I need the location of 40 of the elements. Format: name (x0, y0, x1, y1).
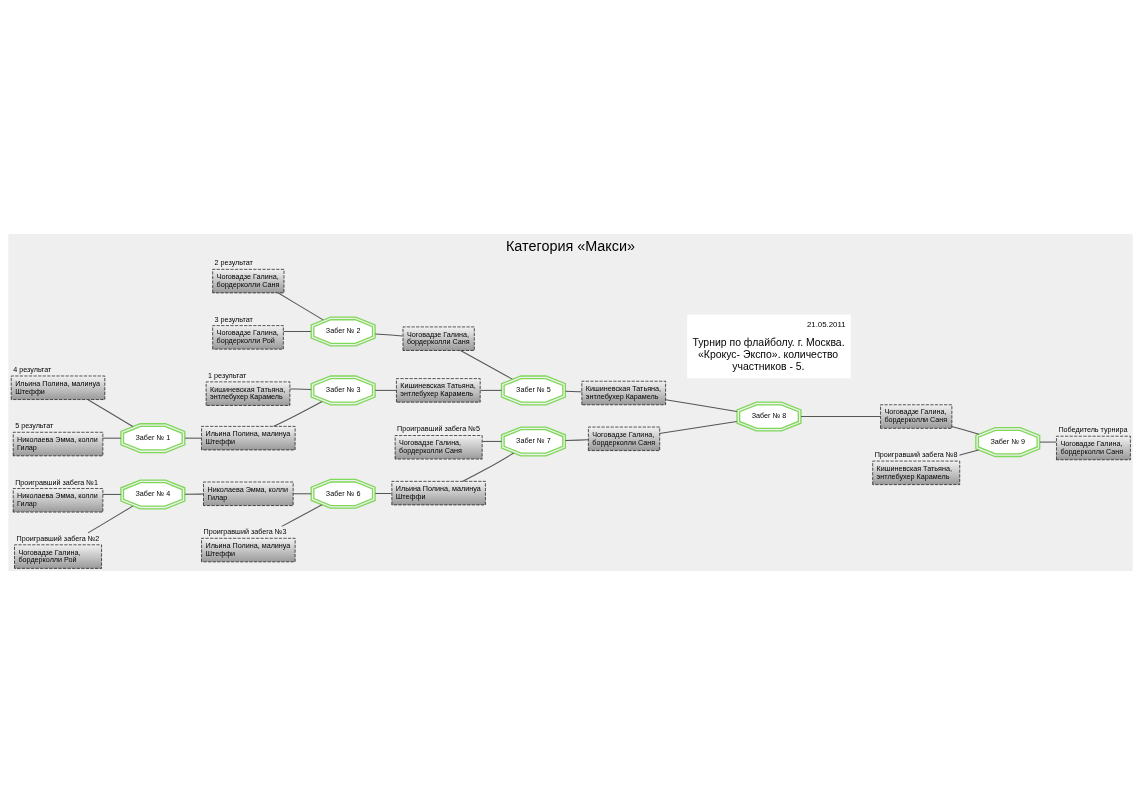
connector (102, 437, 122, 439)
connector (184, 437, 202, 439)
connector (459, 350, 513, 380)
node-label: Проигравший забега №8 (874, 450, 958, 460)
node-label: 4 результат (13, 364, 52, 374)
connector (481, 440, 502, 442)
connector (374, 389, 397, 391)
node-label: 1 результат (208, 370, 247, 380)
node-label: Проигравший забега №5 (397, 424, 480, 434)
node-label: 2 результат (214, 258, 253, 268)
node-label: Проигравший забега №1 (15, 477, 99, 487)
connector (277, 292, 324, 321)
connector (273, 401, 323, 427)
node-label: 5 результат (15, 421, 54, 431)
connector (665, 399, 738, 412)
connector (289, 388, 312, 391)
connector (658, 420, 738, 434)
connector (462, 452, 515, 482)
connector (564, 439, 589, 442)
connector (564, 390, 583, 393)
connector (958, 449, 980, 456)
node-label: Проигравший забега №2 (16, 533, 100, 543)
connector (87, 399, 134, 428)
node-label: Победитель турнира (1058, 425, 1128, 435)
connector (374, 492, 392, 495)
diagram-title: Категория «Макси» (506, 237, 635, 254)
connector (283, 330, 312, 333)
connector (87, 505, 134, 534)
node-label: 3 результат (214, 314, 253, 324)
connector (292, 493, 312, 495)
connector (102, 493, 122, 495)
connector (374, 333, 404, 337)
connector (479, 389, 502, 391)
connector (951, 425, 980, 435)
connector (184, 493, 204, 495)
node-label: Проигравший забега №3 (203, 527, 287, 537)
connector (1039, 441, 1057, 443)
connector (281, 504, 323, 527)
label: Турнир по флайболу. г. Москва. «Крокус- Экспо». количество участников - 5. (692, 337, 845, 372)
connector (800, 416, 881, 418)
